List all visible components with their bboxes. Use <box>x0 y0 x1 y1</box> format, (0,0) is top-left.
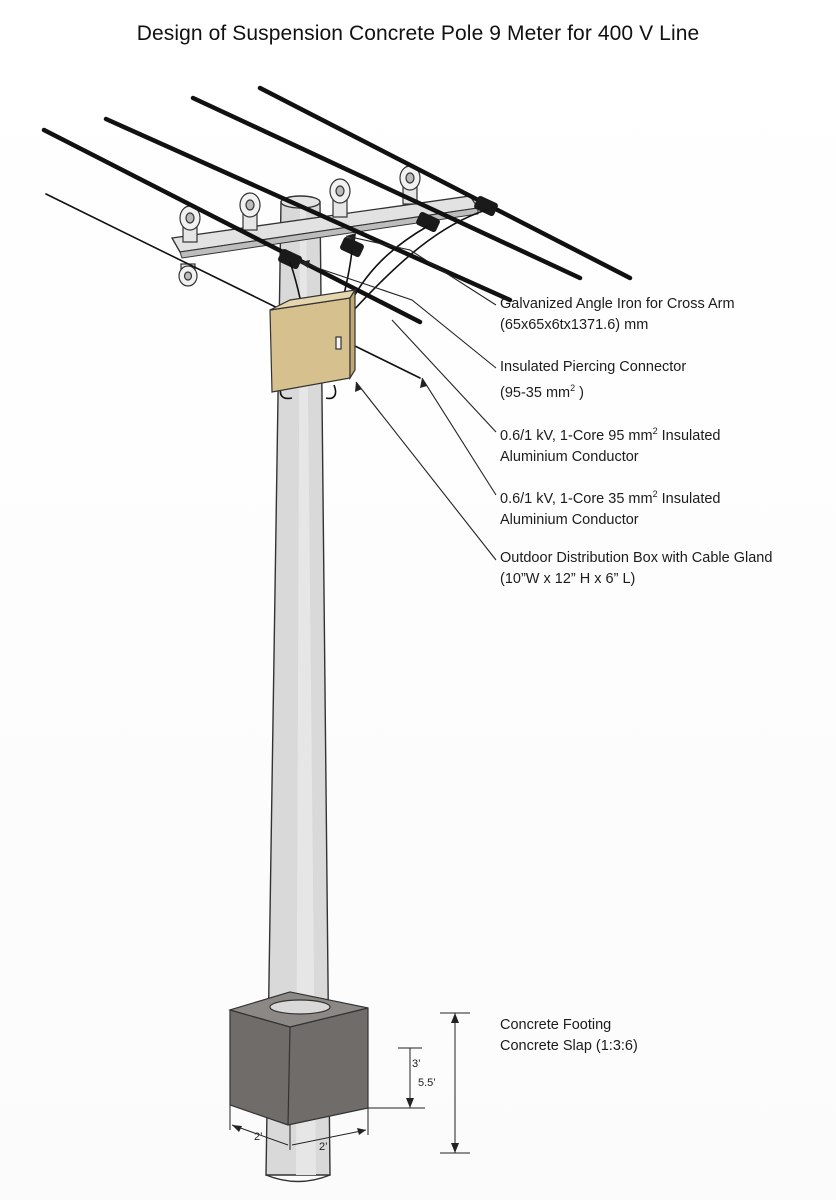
insulators <box>178 165 421 287</box>
diagram-title: Design of Suspension Concrete Pole 9 Met… <box>136 22 700 45</box>
dim-width-right: 2’ <box>319 1141 328 1153</box>
label-conductor-95-line2: Aluminium Conductor <box>500 448 639 465</box>
conductor-neutral <box>45 193 421 379</box>
label-conductor-95: 0.6/1 kV, 1-Core 95 mm2 Insulated Alumin… <box>500 421 721 468</box>
label-conductor-35-sup: 2 <box>652 489 658 499</box>
label-connector: Insulated Piercing Connector (95-35 mm2 … <box>500 357 686 404</box>
leader-cross-arm <box>345 235 497 306</box>
insulator-3 <box>329 178 351 218</box>
label-conductor-35-prefix: 0.6/1 kV, 1-Core 35 mm <box>500 490 653 507</box>
label-connector-line1: Insulated Piercing Connector <box>500 359 687 375</box>
label-conductor-95-line1: 0.6/1 kV, 1-Core 95 mm2 Insulated <box>500 421 721 447</box>
conductor-2 <box>103 116 513 303</box>
piercing-connector-2 <box>340 236 364 258</box>
leader-conductor-95 <box>391 319 497 433</box>
distribution-box <box>269 287 357 393</box>
pole-shaft <box>265 195 331 1183</box>
label-cross-arm-line1: Galvanized Angle Iron for Cross Arm <box>500 296 735 312</box>
label-distribution-box-line2: (10”W x 12” H x 6” L) <box>500 571 636 587</box>
label-conductor-35-suffix: Insulated <box>657 490 721 507</box>
label-distribution-box-line1: Outdoor Distribution Box with Cable Glan… <box>500 550 773 566</box>
label-conductor-95-sup: 2 <box>652 426 658 436</box>
label-connector-line2-prefix: (95-35 mm <box>500 384 571 401</box>
label-distribution-box: Outdoor Distribution Box with Cable Glan… <box>500 548 772 590</box>
label-connector-line2: (95-35 mm2 ) <box>500 378 686 404</box>
piercing-connector-3 <box>416 211 440 233</box>
dim-width-left: 2’ <box>254 1131 263 1143</box>
label-cross-arm-line2: (65x65x6tx1371.6) mm <box>500 317 649 333</box>
label-conductor-35-line2: Aluminium Conductor <box>500 511 639 528</box>
label-conductor-95-prefix: 0.6/1 kV, 1-Core 95 mm <box>500 427 653 444</box>
label-connector-line2-suffix: ) <box>575 384 584 401</box>
leader-distribution-box <box>355 381 497 561</box>
conductor-3 <box>190 95 583 281</box>
leader-connector <box>299 261 497 369</box>
label-cross-arm: Galvanized Angle Iron for Cross Arm (65x… <box>500 294 735 336</box>
piercing-connector-1 <box>278 248 302 270</box>
dimension-lines <box>229 1012 470 1154</box>
label-conductor-35: 0.6/1 kV, 1-Core 35 mm2 Insulated Alumin… <box>500 484 721 531</box>
conductor-4 <box>257 85 633 281</box>
insulator-1 <box>179 205 201 243</box>
piercing-connectors <box>278 195 498 270</box>
label-footing-line2: Concrete Slap (1:3:6) <box>500 1038 638 1054</box>
dim-height-above: 3’ <box>412 1058 421 1070</box>
leader-lines <box>299 233 497 561</box>
leader-conductor-35 <box>421 377 497 496</box>
label-footing: Concrete Footing Concrete Slap (1:3:6) <box>500 1015 638 1057</box>
label-footing-line1: Concrete Footing <box>500 1017 612 1033</box>
piercing-connector-4 <box>474 195 498 217</box>
insulator-5 <box>178 263 198 287</box>
label-connector-line2-sup: 2 <box>570 383 576 393</box>
label-conductor-35-line1: 0.6/1 kV, 1-Core 35 mm2 Insulated <box>500 484 721 510</box>
box-latch <box>335 336 342 350</box>
label-conductor-95-suffix: Insulated <box>657 427 721 444</box>
concrete-footing <box>228 991 369 1126</box>
dim-height-total: 5.5’ <box>418 1077 436 1089</box>
insulator-2 <box>239 192 261 231</box>
